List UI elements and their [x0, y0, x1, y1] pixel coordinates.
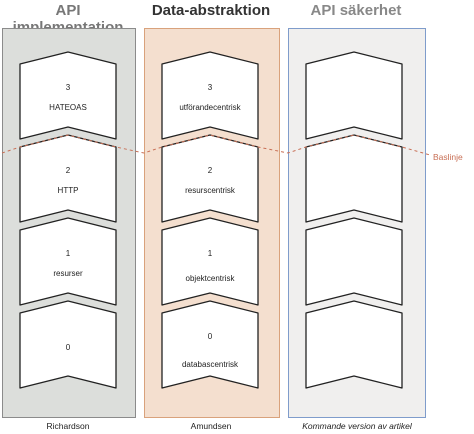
card-label: HATEOAS — [49, 103, 87, 112]
card-number: 1 — [65, 249, 71, 258]
level-card — [305, 51, 403, 140]
level-card — [161, 134, 259, 223]
level-card — [19, 217, 117, 306]
card-number: 0 — [207, 332, 213, 341]
card-label: databascentrisk — [181, 360, 239, 369]
card-number: 3 — [65, 83, 71, 92]
card-number: 1 — [207, 249, 213, 258]
card-label: utförandecentrisk — [179, 103, 241, 112]
level-card — [19, 51, 117, 140]
column-title-data-abstraktion: Data-abstraktion — [151, 2, 271, 19]
level-card — [161, 217, 259, 306]
caption-upcoming-version: Kommande version av artikel — [302, 421, 412, 431]
card-label: resurser — [53, 269, 83, 278]
level-card — [161, 300, 259, 389]
card-number: 2 — [65, 166, 71, 175]
level-card — [19, 134, 117, 223]
caption-richardson: Richardson — [46, 421, 90, 431]
card-number: 3 — [207, 83, 213, 92]
level-card — [305, 300, 403, 389]
caption-amundsen: Amundsen — [190, 421, 232, 431]
baseline-label: Baslinje — [433, 152, 463, 162]
card-number: 0 — [65, 343, 71, 352]
level-card — [19, 300, 117, 389]
level-card — [161, 51, 259, 140]
card-label: HTTP — [57, 186, 79, 195]
baseline-line — [1, 134, 431, 156]
card-number: 2 — [207, 166, 213, 175]
column-title-api-sakerhet: API säkerhet — [310, 2, 402, 19]
card-label: resurscentrisk — [185, 186, 235, 195]
card-label: objektcentrisk — [185, 274, 235, 283]
level-card — [305, 217, 403, 306]
level-card — [305, 134, 403, 223]
